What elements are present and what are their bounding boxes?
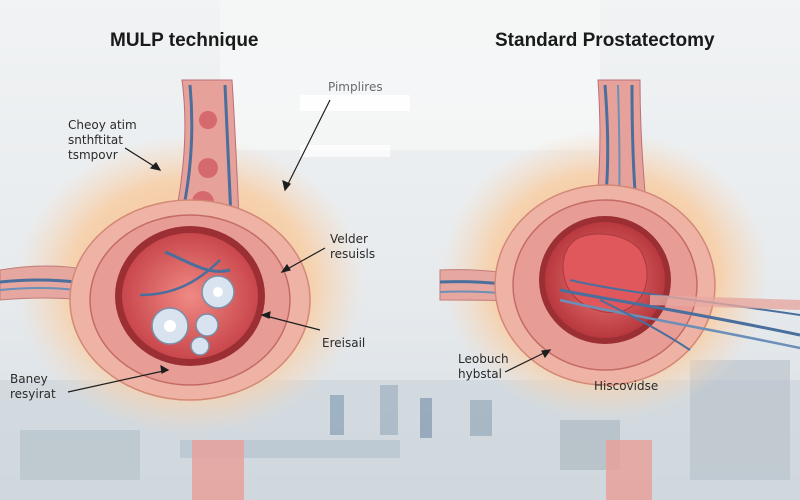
label-cheoy-line2: snthftitat <box>68 133 123 147</box>
label-velder-line1: Velder <box>330 232 368 246</box>
arrow-leobuch <box>504 349 551 373</box>
pointer-arrows <box>67 99 552 393</box>
standard-lower-vessel <box>606 440 652 500</box>
mulp-lower-vessel <box>192 440 244 500</box>
label-leobuch-line2: hybstal <box>458 367 502 381</box>
arrow-ereisail <box>261 314 321 331</box>
standard-prostate <box>494 184 716 386</box>
mulp-prostate <box>69 199 311 401</box>
standard-crossing-vessels <box>559 279 800 351</box>
label-cheoy: Cheoy atim snthftitat tsmpovr <box>68 118 137 163</box>
title-mulp: MULP technique <box>110 30 259 51</box>
label-baney-line2: resyirat <box>10 387 56 401</box>
arrow-baney <box>67 369 169 393</box>
title-standard: Standard Prostatectomy <box>495 30 715 51</box>
arrow-pimplires <box>284 99 331 191</box>
label-velder: Velder resuisls <box>330 232 375 262</box>
label-cheoy-line1: Cheoy atim <box>68 118 137 132</box>
label-hiscovidse: Hiscovidse <box>594 379 659 393</box>
label-velder-line2: resuisls <box>330 247 376 261</box>
label-ereisail: Ereisail <box>322 336 366 350</box>
label-leobuch: Leobuch hybstal <box>458 352 509 382</box>
label-baney-line1: Baney <box>10 372 48 386</box>
label-baney: Baney resyirat <box>10 372 56 402</box>
label-pimplires: Pimplires <box>328 80 383 94</box>
label-leobuch-line1: Leobuch <box>458 352 509 366</box>
label-cheoy-line3: tsmpovr <box>68 148 118 162</box>
